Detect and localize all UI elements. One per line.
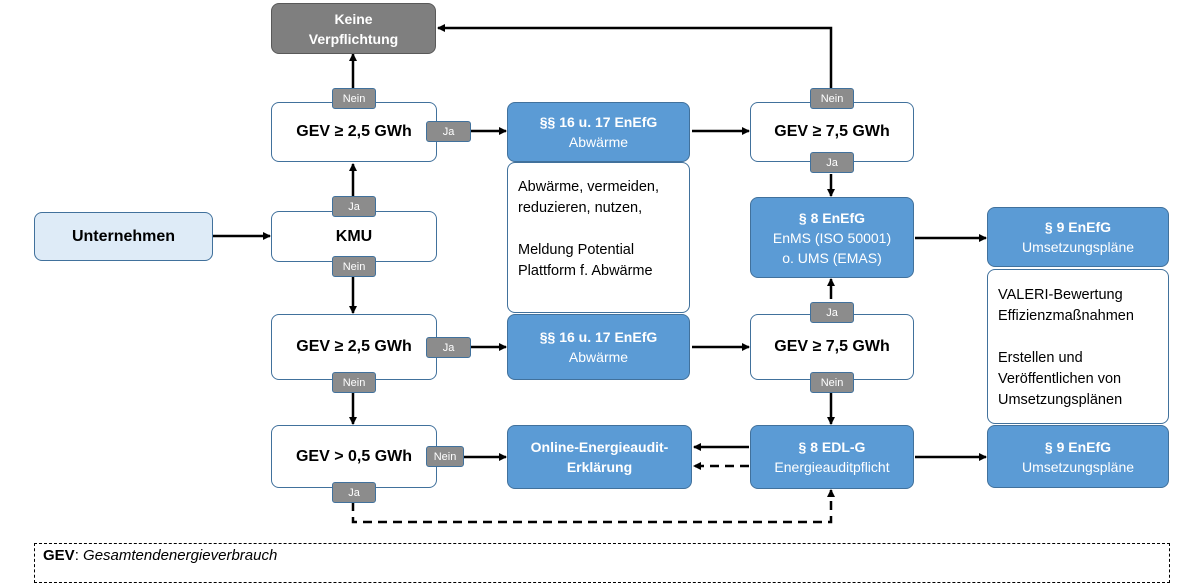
tag-nein-gev75-mid: Nein bbox=[810, 372, 854, 393]
tag-label: Ja bbox=[442, 341, 455, 354]
tag-ja-gev75-top: Ja bbox=[810, 152, 854, 173]
tag-ja-gev75-mid: Ja bbox=[810, 302, 854, 323]
tag-label: Nein bbox=[820, 376, 844, 389]
note-abwaerme-p2: Meldung Potential Plattform f. Abwärme bbox=[518, 242, 653, 279]
note-abwaerme: Abwärme, vermeiden, reduzieren, nutzen, … bbox=[507, 162, 690, 313]
note-valeri: VALERI-Bewertung Effizienzmaßnahmen Erst… bbox=[987, 269, 1169, 424]
node-par8-enefg: § 8 EnEfG EnMS (ISO 50001) o. UMS (EMAS) bbox=[750, 197, 914, 278]
note-valeri-p2: Erstellen und Veröffentlichen von Umsetz… bbox=[998, 350, 1123, 408]
tag-nein-kmu: Nein bbox=[332, 256, 376, 277]
tag-nein-gev05: Nein bbox=[426, 446, 464, 467]
node-par9-top: § 9 EnEfG Umsetzungspläne bbox=[987, 207, 1169, 267]
node-online-line2: Erklärung bbox=[566, 459, 633, 475]
node-par8-edlg-sub: Energieauditpflicht bbox=[774, 459, 890, 475]
node-par16-mid-sub: Abwärme bbox=[568, 349, 629, 365]
node-keine-line1: Keine bbox=[334, 10, 373, 27]
node-gev75-mid-label: GEV ≥ 7,5 GWh bbox=[774, 338, 890, 355]
node-par9-top-title: § 9 EnEfG bbox=[1044, 219, 1112, 235]
node-kmu-label: KMU bbox=[335, 227, 373, 245]
note-valeri-p1: VALERI-Bewertung Effizienzmaßnahmen bbox=[998, 287, 1134, 324]
node-par8-edlg: § 8 EDL-G Energieauditpflicht bbox=[750, 425, 914, 489]
node-par9-bottom-sub: Umsetzungspläne bbox=[1021, 458, 1135, 475]
arrow-gev75-top-keine bbox=[437, 24, 833, 88]
tag-label: Nein bbox=[342, 92, 366, 105]
node-par9-top-sub: Umsetzungspläne bbox=[1021, 239, 1135, 255]
arrow-gev05-edlg-dashed bbox=[351, 489, 835, 524]
tag-label: Nein bbox=[342, 260, 366, 273]
tag-ja-gev25-mid: Ja bbox=[426, 337, 471, 358]
node-par9-bottom-title: § 9 EnEfG bbox=[1044, 438, 1112, 455]
node-par9-bottom: § 9 EnEfG Umsetzungspläne bbox=[987, 425, 1169, 488]
node-par8-enefg-sub1: EnMS (ISO 50001) bbox=[772, 229, 892, 246]
tag-ja-gev25-top: Ja bbox=[426, 121, 471, 142]
legend: GEV: Gesamtendenergieverbrauch bbox=[34, 543, 1170, 583]
node-online-line1: Online-Energieaudit- bbox=[530, 439, 669, 455]
node-par16-top: §§ 16 u. 17 EnEfG Abwärme bbox=[507, 102, 690, 162]
tag-label: Ja bbox=[826, 306, 838, 319]
note-abwaerme-p1: Abwärme, vermeiden, reduzieren, nutzen, bbox=[518, 179, 660, 216]
node-par16-mid: §§ 16 u. 17 EnEfG Abwärme bbox=[507, 314, 690, 380]
tag-ja-gev05: Ja bbox=[332, 482, 376, 503]
tag-label: Ja bbox=[826, 156, 838, 169]
tag-nein-gev75-top: Nein bbox=[810, 88, 854, 109]
node-unternehmen-label: Unternehmen bbox=[71, 227, 176, 245]
legend-term: GEV bbox=[43, 547, 75, 564]
node-gev25-top-label: GEV ≥ 2,5 GWh bbox=[296, 123, 412, 140]
node-par8-enefg-title: § 8 EnEfG bbox=[798, 209, 866, 226]
node-gev25-top: GEV ≥ 2,5 GWh bbox=[271, 102, 437, 162]
tag-label: Nein bbox=[342, 376, 366, 389]
node-keine-line2: Verpflichtung bbox=[308, 30, 399, 47]
node-kmu: KMU bbox=[271, 211, 437, 262]
tag-label: Ja bbox=[348, 200, 360, 213]
node-gev75-top-label: GEV ≥ 7,5 GWh bbox=[774, 123, 890, 140]
tag-label: Nein bbox=[820, 92, 844, 105]
node-gev25-mid-label: GEV ≥ 2,5 GWh bbox=[296, 338, 412, 355]
node-gev05-label: GEV > 0,5 GWh bbox=[295, 447, 413, 465]
node-gev05: GEV > 0,5 GWh bbox=[271, 425, 437, 488]
legend-definition: Gesamtendenergieverbrauch bbox=[83, 547, 278, 564]
node-par16-top-title: §§ 16 u. 17 EnEfG bbox=[539, 114, 658, 130]
tag-label: Ja bbox=[348, 486, 360, 499]
node-par8-edlg-title: § 8 EDL-G bbox=[798, 439, 866, 455]
tag-nein-gev25-mid: Nein bbox=[332, 372, 376, 393]
node-online-erklaerung: Online-Energieaudit- Erklärung bbox=[507, 425, 692, 489]
node-par16-top-sub: Abwärme bbox=[568, 134, 629, 150]
node-unternehmen: Unternehmen bbox=[34, 212, 213, 261]
flow-connectors bbox=[213, 24, 987, 524]
node-par8-enefg-sub2: o. UMS (EMAS) bbox=[782, 249, 882, 266]
tag-label: Ja bbox=[442, 125, 455, 138]
tag-nein-gev25-top: Nein bbox=[332, 88, 376, 109]
node-keine-verpflichtung: Keine Verpflichtung bbox=[271, 3, 436, 54]
node-gev75-mid: GEV ≥ 7,5 GWh bbox=[750, 314, 914, 380]
node-gev25-mid: GEV ≥ 2,5 GWh bbox=[271, 314, 437, 380]
tag-label: Nein bbox=[433, 450, 457, 463]
node-par16-mid-title: §§ 16 u. 17 EnEfG bbox=[539, 329, 658, 345]
tag-ja-kmu: Ja bbox=[332, 196, 376, 217]
